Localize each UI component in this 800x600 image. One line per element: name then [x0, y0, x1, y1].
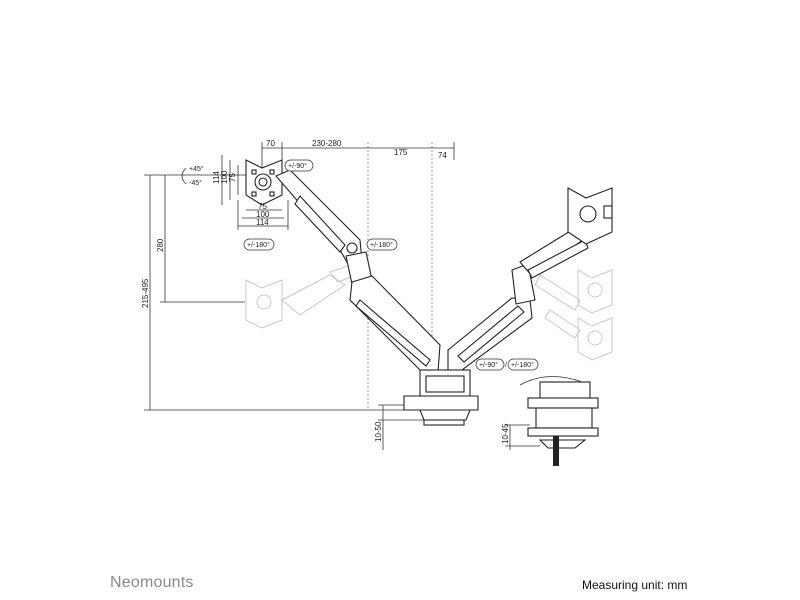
dim-vesa-114-vertical: 114 — [212, 171, 221, 184]
tag-separator: / — [505, 362, 507, 369]
right-arm — [447, 187, 613, 371]
rotate-180-left-label: +/-180° — [247, 241, 270, 249]
measuring-unit-label: Measuring unit: mm — [582, 578, 688, 592]
rotate-180-base-label: +/-180° — [511, 361, 534, 369]
grommet-detail — [519, 376, 599, 466]
tilt-plus-label: +45° — [189, 165, 204, 173]
dim-clamp-10-50: 10-50 — [374, 421, 383, 442]
dimension-lines — [144, 142, 540, 450]
tilt-minus-label: -45° — [189, 179, 202, 187]
vesa-plate-detail — [221, 155, 289, 230]
base-column-and-clamp — [403, 369, 479, 426]
alternate-position-ghosts — [245, 261, 613, 361]
dim-top-175: 175 — [394, 148, 408, 157]
dim-vesa-100-vertical: 100 — [220, 170, 229, 184]
dim-top-230-280: 230-280 — [312, 139, 342, 148]
dim-vesa-75-horizontal: 75 — [258, 202, 267, 211]
swivel-90-base-label: +/-90° — [479, 361, 498, 369]
tilt-indicator: +45° -45° — [181, 165, 204, 187]
dim-top-70: 70 — [266, 139, 275, 148]
dim-height-215-495: 215-495 — [141, 278, 150, 308]
dim-vesa-100-horizontal: 100 — [256, 210, 270, 219]
dim-grommet-10-45: 10-45 — [501, 423, 510, 444]
dim-height-280: 280 — [156, 238, 165, 252]
brand-logo-text: Neomounts — [110, 574, 194, 591]
rotate-180-elbow-label: +/-180° — [370, 241, 393, 249]
dim-top-74: 74 — [438, 151, 447, 160]
dim-vesa-75-vertical: 75 — [228, 173, 237, 182]
dim-vesa-114-horizontal: 114 — [256, 218, 269, 227]
swivel-90-top-label: +/-90° — [288, 162, 307, 170]
left-arm — [275, 169, 441, 373]
